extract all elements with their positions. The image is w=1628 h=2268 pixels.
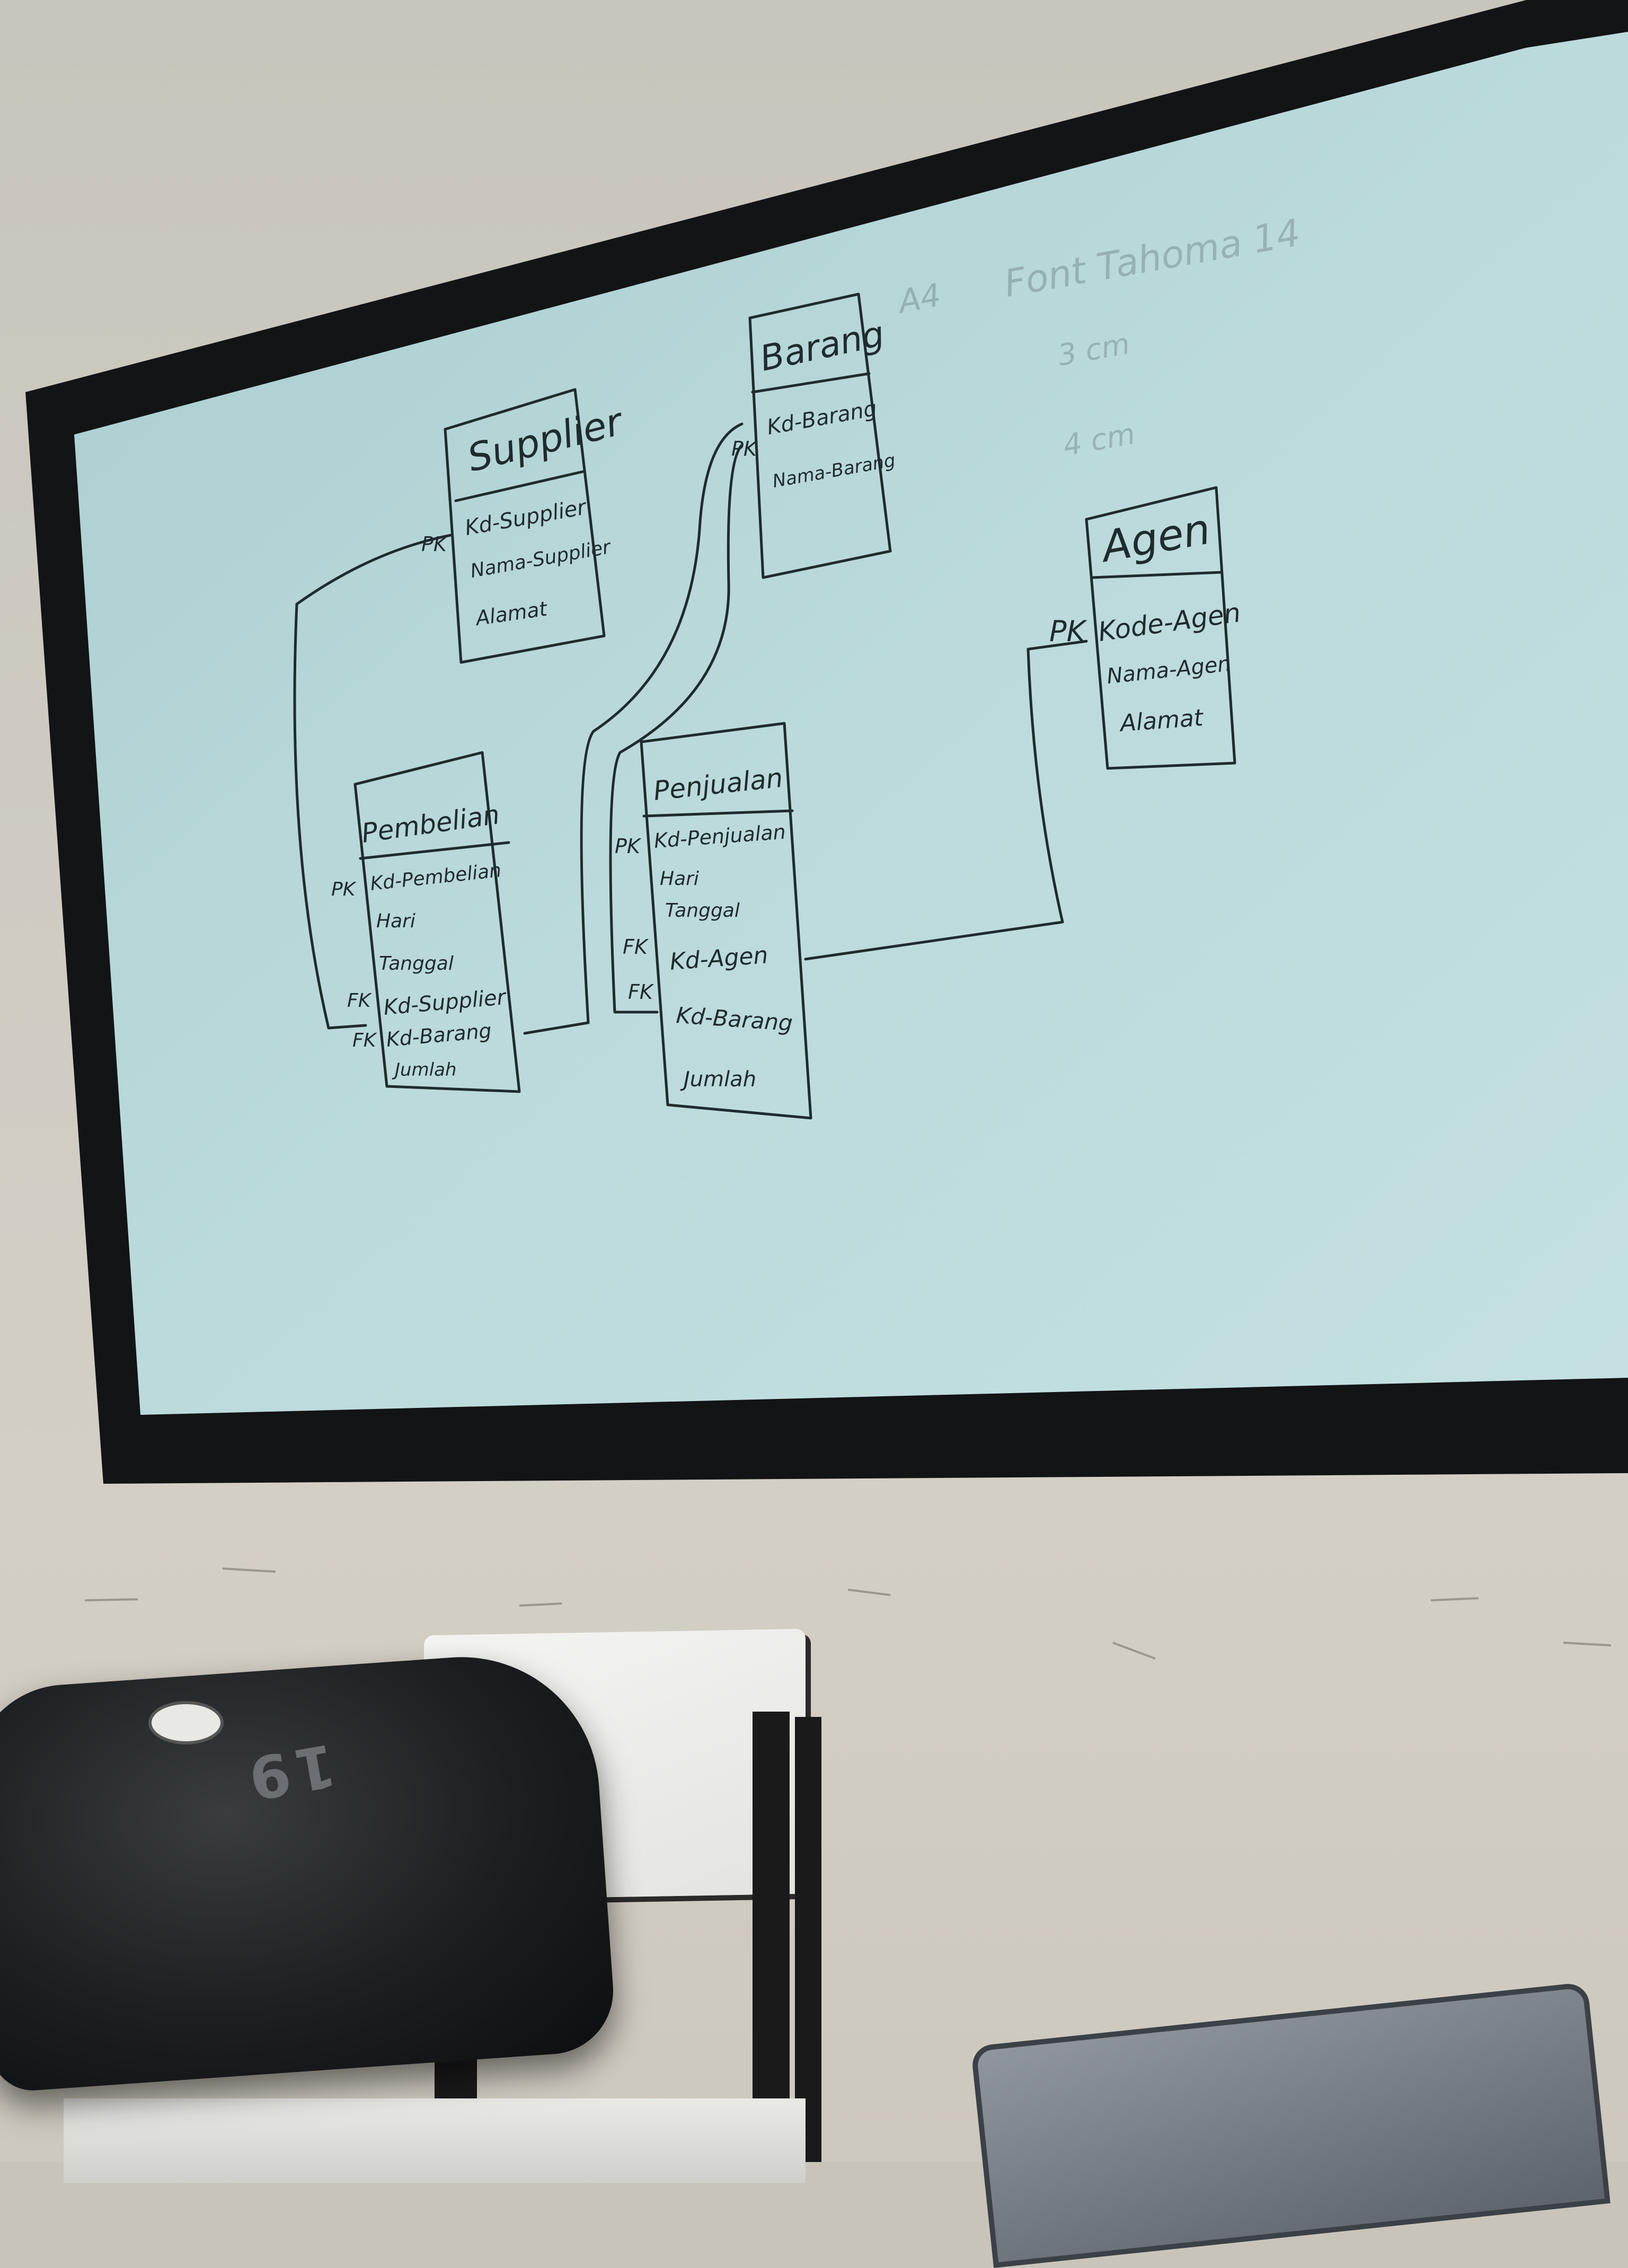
- barang-key-1: PK: [731, 437, 758, 460]
- entity-barang: [748, 293, 892, 579]
- pembelian-field-6: Jumlah: [392, 1059, 457, 1080]
- agen-key-1: PK: [1049, 615, 1087, 648]
- chair-leg-rear: [795, 1717, 821, 2162]
- pembelian-key-1: PK: [331, 879, 357, 900]
- penjualan-field-2: Hari: [660, 868, 699, 890]
- penjualan-key-1: PK: [615, 835, 642, 858]
- entity-penjualan: [640, 722, 812, 1120]
- penjualan-key-4: FK: [623, 935, 649, 959]
- relation-agen-penjualan: [804, 640, 1088, 961]
- entity-pembelian: [353, 751, 521, 1093]
- penjualan-field-3: Tanggal: [665, 900, 740, 922]
- board-surface: [74, 32, 1628, 1415]
- pembelian-key-5: FK: [352, 1030, 377, 1051]
- black-bag: [0, 1647, 618, 2094]
- relation-barang-pembelian: [523, 422, 744, 1035]
- wall-scuffs: [84, 1567, 1612, 1660]
- ghost-a4: A4: [894, 277, 944, 321]
- whiteboard: Font Tahoma 14 A4 3 cm 4 cm: [25, 0, 1628, 1484]
- chair-leg-front: [753, 1712, 790, 2162]
- supplier-key-1: PK: [421, 533, 448, 556]
- entity-supplier: [444, 388, 606, 664]
- bag-badge: [148, 1701, 224, 1744]
- agen-field-3: Alamat: [1118, 704, 1205, 737]
- pembelian-field-2: Hari: [376, 910, 415, 932]
- pembelian-key-4: FK: [347, 990, 372, 1012]
- chair-seat: [64, 2098, 806, 2183]
- relation-supplier-pembelian: [293, 534, 452, 1030]
- penjualan-key-5: FK: [628, 980, 654, 1004]
- relation-barang-penjualan: [609, 444, 744, 1014]
- entity-agen: [1085, 486, 1236, 770]
- pembelian-field-3: Tanggal: [379, 953, 454, 974]
- penjualan-field-6: Jumlah: [680, 1067, 756, 1092]
